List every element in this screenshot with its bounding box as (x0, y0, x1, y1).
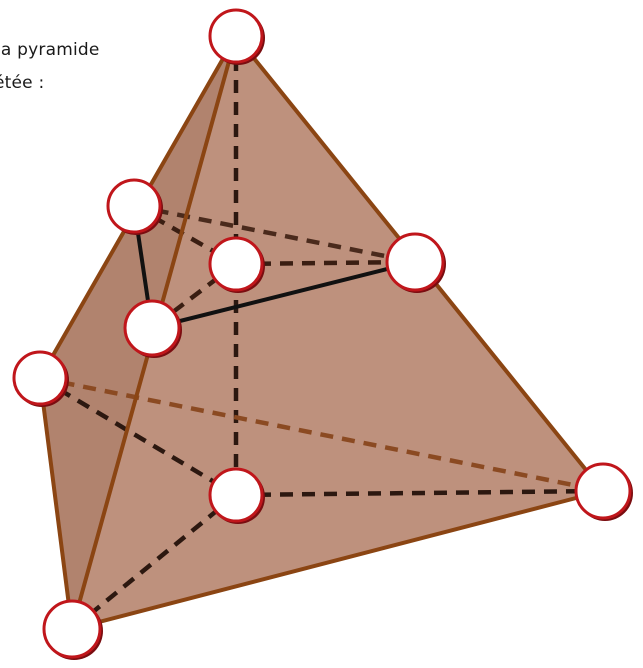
instruction-line-2: étée : (0, 73, 45, 93)
vertex-circle-right[interactable] (574, 462, 633, 521)
edge-uf-ur (150, 260, 417, 330)
vertex-circle-bottom-center[interactable] (208, 467, 265, 524)
vertex-circle-bottom-left[interactable] (42, 599, 103, 660)
edge-left-bc (38, 376, 238, 497)
vertex-circle-apex[interactable] (208, 8, 265, 65)
vertex-circle-upper-right[interactable] (385, 232, 446, 293)
edge-bc-bl (70, 493, 238, 631)
face-front (72, 36, 603, 629)
edge-bl-right (70, 489, 605, 631)
vertex-circles (12, 8, 633, 660)
instruction-line-1: la pyramide (0, 40, 100, 60)
vertex-circle-upper-front[interactable] (123, 299, 182, 358)
vertex-circle-left[interactable] (12, 350, 69, 407)
instruction-text: la pyramide étée : (0, 34, 196, 100)
edge-left-bl (38, 376, 74, 631)
vertex-circle-upper-center[interactable] (208, 236, 265, 293)
edge-left-right (39, 375, 604, 494)
vertex-circle-upper-left[interactable] (106, 178, 163, 235)
edge-ul-ur (133, 203, 416, 265)
edge-uc-ur (235, 259, 416, 267)
edge-bc-right (235, 488, 604, 498)
